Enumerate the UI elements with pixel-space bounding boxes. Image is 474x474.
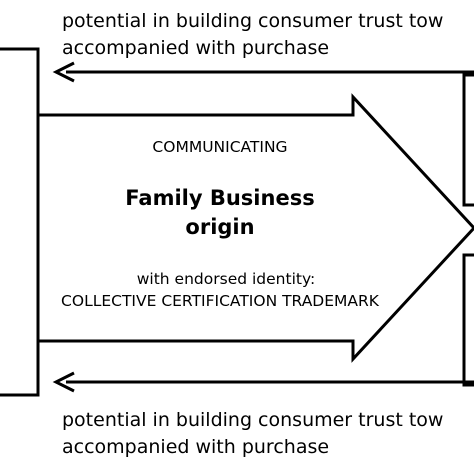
endorsed-identity-line2: COLLECTIVE CERTIFICATION TRADEMARK [61, 292, 380, 310]
endorsed-identity-line1: with endorsed identity: [137, 270, 315, 288]
top-feedback-arrowhead [52, 61, 75, 83]
bottom-text-line1: potential in building consumer trust tow [62, 409, 443, 431]
right-box-bottom [462, 253, 474, 387]
family-business-title-line2: origin [185, 215, 254, 239]
bottom-text-line2: accompanied with purchase [62, 436, 329, 458]
top-text-line2: accompanied with purchase [62, 37, 329, 59]
communicating-block-arrow [36, 93, 474, 363]
top-text-line1: potential in building consumer trust tow [62, 10, 443, 32]
family-business-title-line1: Family Business [125, 186, 314, 210]
left-box [0, 47, 40, 397]
communicating-label: COMMUNICATING [152, 138, 287, 156]
bottom-feedback-arrowhead [52, 371, 75, 393]
right-box-top [462, 73, 474, 207]
